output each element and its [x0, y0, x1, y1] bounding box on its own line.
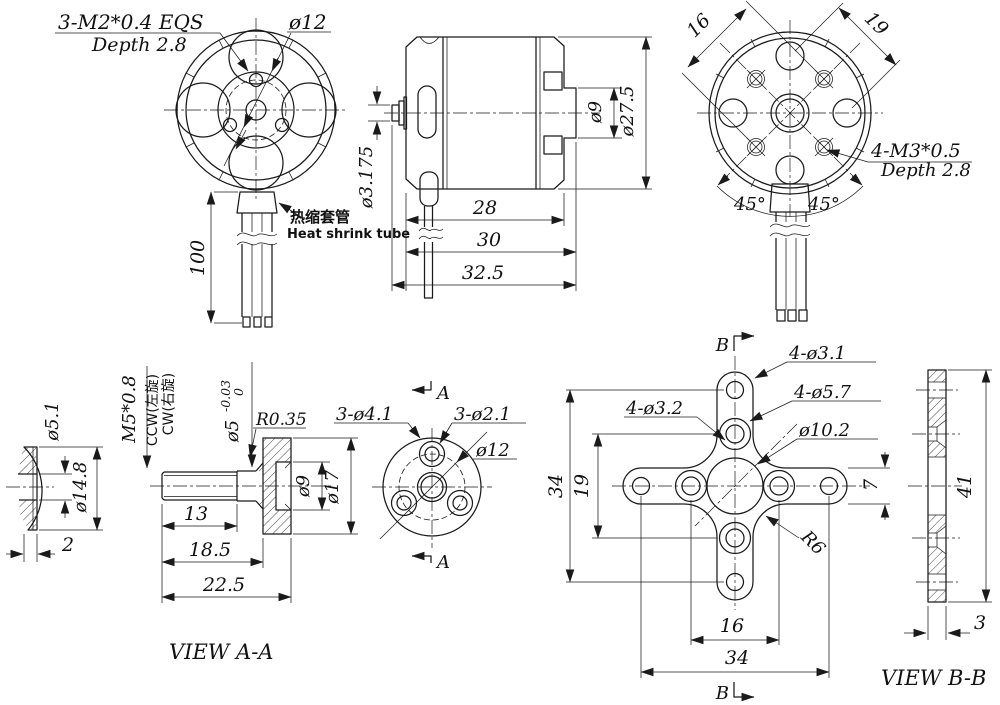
rotation-ccw-label: CCW(左旋)	[145, 374, 161, 446]
dim-body-dia: ø27.5	[617, 86, 638, 138]
thread-spec-label: M5*0.8	[119, 375, 140, 444]
mount-center-hole: ø10.2	[798, 420, 850, 441]
section-b-letter-bottom: B	[715, 683, 729, 704]
front-view: 100 热缩套管 Heat shrink tube 3-M2*0.4 EQS D…	[55, 10, 410, 328]
dim-boss-dia: ø9	[585, 101, 606, 124]
dim-wire-length: 100	[187, 240, 209, 276]
flange-bolt-circle: ø12	[475, 440, 510, 461]
rotation-cw-label: CW(右旋)	[161, 373, 177, 436]
section-a-letter-top: A	[435, 383, 450, 404]
dim-recess-dia: ø9	[293, 475, 314, 498]
dim-shaft-dia: ø3.175	[356, 146, 377, 209]
dim-flange-dia: ø17	[322, 470, 343, 505]
view-bb-label: VIEW B-B	[881, 666, 986, 690]
dim-section-thickness: 3	[974, 612, 986, 634]
dim-mount-pitch-v: 19	[571, 474, 593, 498]
prop-shaft-section-view: R0.35 M5*0.8 CCW(左旋) CW(右旋) ø5 0 -0.03 ø…	[119, 362, 358, 664]
dim-washer-hole: ø5.1	[42, 401, 63, 441]
dim-len-total: 22.5	[202, 574, 245, 596]
dim-len-thread: 13	[184, 503, 208, 525]
flange-front-view: 3-ø4.1 3-ø2.1 ø12 A A	[334, 381, 526, 573]
section-a-letter-bottom: A	[435, 552, 450, 573]
cross-mount-view: B B 4-ø3.1 4-ø5.7 4-ø3.2 ø10.2 R6 34 19 …	[545, 331, 890, 704]
flange-through-holes: 3-ø2.1	[454, 404, 511, 425]
dim-washer-thickness: 2	[61, 534, 74, 556]
side-view: ø3.175 ø9 ø27.5 28 30 32.5	[356, 36, 652, 299]
heat-shrink-label-cn: 热缩套管	[290, 208, 350, 226]
dim-washer-outer: ø14.8	[70, 462, 91, 514]
washer-section-view: ø5.1 ø14.8 2	[6, 401, 103, 562]
dim-angle-right: 45°	[807, 194, 840, 215]
front-bolt-circle-dia: ø12	[288, 10, 327, 34]
dim-len-shaft: 18.5	[189, 539, 231, 561]
dim-mount-arm: 7	[860, 478, 882, 491]
dim-len-total: 32.5	[462, 262, 504, 284]
dim-section-height: 41	[954, 474, 976, 499]
dim-len-body: 30	[477, 229, 501, 251]
heat-shrink-label-en: Heat shrink tube	[287, 227, 410, 242]
dim-len-bell: 28	[472, 197, 497, 219]
view-aa-label: VIEW A-A	[169, 640, 273, 664]
dim-mount-pitch-h: 16	[720, 615, 744, 637]
section-b-letter-top: B	[715, 335, 729, 356]
mount-counterbore-holes: 4-ø5.7	[793, 382, 852, 403]
mount-inner-holes: 4-ø3.2	[625, 398, 683, 419]
mount-section-view: 41 3 VIEW B-B	[881, 369, 992, 690]
rear-thread-note-line1: 4-M3*0.5	[870, 140, 961, 162]
shaft-tol-lower: -0.03	[218, 380, 233, 412]
front-thread-note-line1: 3-M2*0.4 EQS	[58, 10, 204, 34]
shaft-tol-upper: 0	[231, 388, 246, 396]
dim-mount-height: 34	[545, 474, 567, 498]
flange-counterbore-holes: 3-ø4.1	[336, 404, 393, 425]
front-thread-note-line2: Depth 2.8	[91, 34, 187, 56]
dim-mount-width: 34	[725, 647, 749, 669]
shaft-dia-label: ø5	[222, 420, 243, 443]
fillet-note: R0.35	[255, 410, 307, 430]
rear-thread-note-line2: Depth 2.8	[880, 160, 971, 181]
mount-corner-holes: 4-ø3.1	[788, 343, 846, 364]
dim-angle-left: 45°	[733, 194, 766, 215]
rear-view: 16 19 4-M3*0.5 Depth 2.8 45° 45°	[681, 0, 972, 322]
